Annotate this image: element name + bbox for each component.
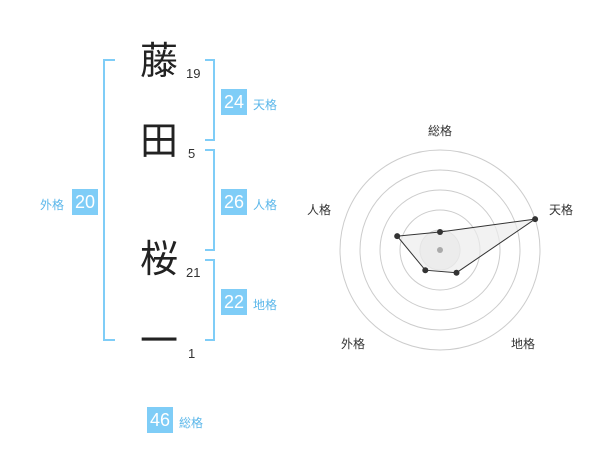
name-char-3: 桜 [140,237,179,281]
radar-point-chikaku [453,269,460,276]
stroke-count-3: 21 [186,265,201,280]
name-char-1: 藤 [140,39,179,83]
stroke-count-2: 5 [188,146,196,161]
radar-ring-4 [359,169,521,331]
stroke-count-4: 1 [188,346,196,361]
stroke-count-1: 19 [186,66,201,81]
tenkaku-bracket [205,59,215,141]
radar-point-soukaku [437,229,443,235]
radar-axis-label-gaikaku: 外格 [341,337,366,351]
gaikaku-label: 外格 [40,198,65,212]
radar-axis-label-tenkaku: 天格 [549,203,574,217]
radar-axis-label-chikaku: 地格 [511,337,536,351]
jinkaku-label: 人格 [253,198,278,212]
radar-ring-3 [379,189,501,311]
jinkaku-value-box: 26 [221,189,247,215]
radar-point-gaikaku [422,267,429,274]
chikaku-bracket [205,259,215,341]
tenkaku-value-box: 24 [221,89,247,115]
soukaku-label: 総格 [179,416,204,430]
radar-ring-5 [339,149,541,351]
radar-axis-label-jinkaku: 人格 [307,203,332,217]
chikaku-value-box: 22 [221,289,247,315]
name-char-4: 一 [140,319,179,363]
name-char-2: 田 [140,119,179,163]
radar-point-tenkaku [532,216,539,223]
gaikaku-value-box: 20 [72,189,98,215]
tenkaku-label: 天格 [253,98,278,112]
radar-point-jinkaku [394,233,401,240]
radar-axis-label-soukaku: 総格 [428,124,453,138]
radar-center-point [437,247,443,253]
radar-value-polygon [396,218,536,274]
soukaku-value-box: 46 [147,407,173,433]
gaikaku-bracket [103,59,115,341]
jinkaku-bracket [205,149,215,251]
chikaku-label: 地格 [253,298,278,312]
